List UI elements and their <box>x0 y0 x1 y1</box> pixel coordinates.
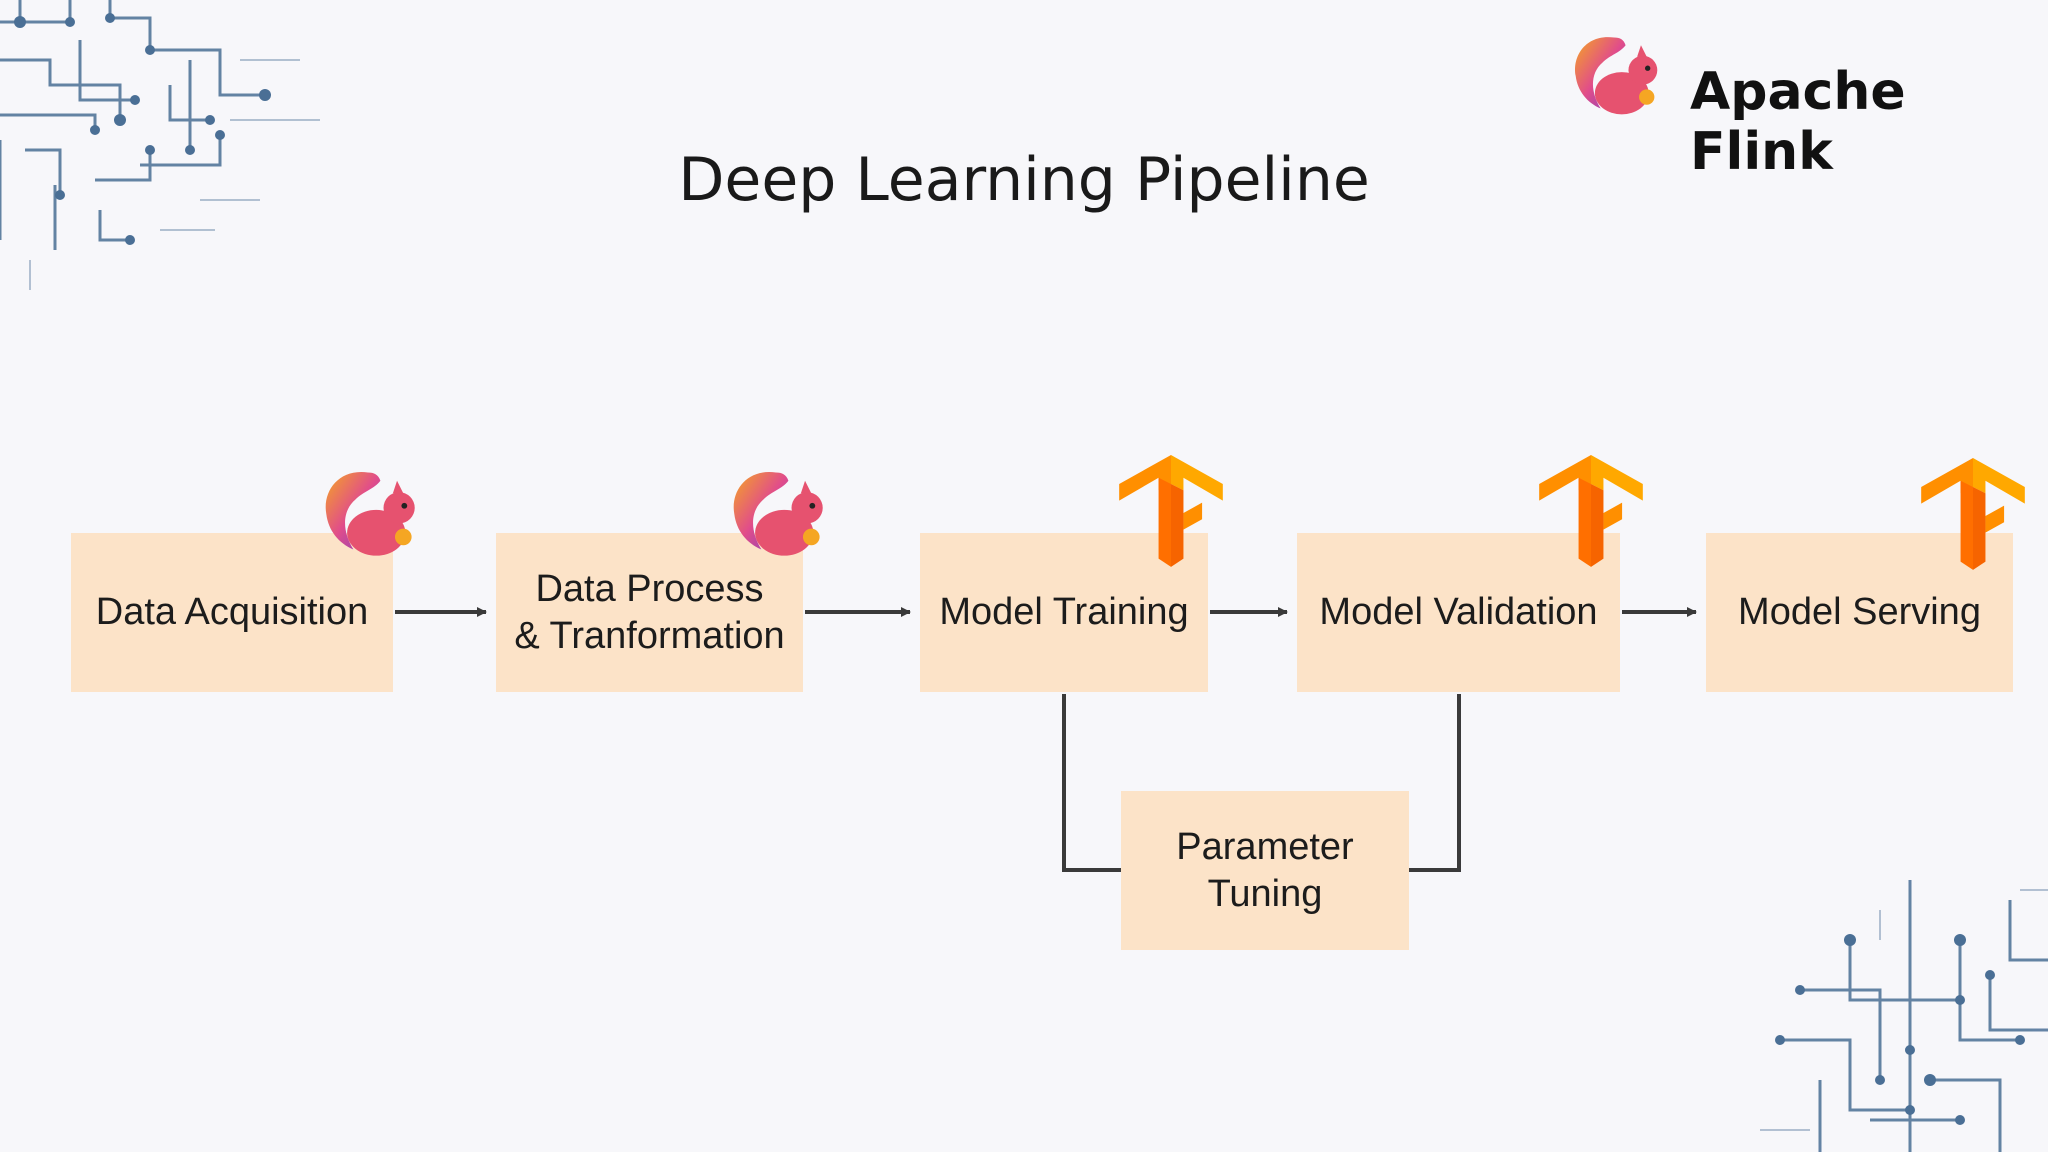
step-label: Data Process & Tranformation <box>514 567 785 657</box>
step-label: Model Serving <box>1738 591 1981 633</box>
step-label: Model Validation <box>1319 591 1598 633</box>
step-model-validation: Model Validation <box>1297 533 1620 692</box>
step-label: Model Training <box>939 591 1189 633</box>
step-label: Data Acquisition <box>95 591 369 633</box>
step-parameter-tuning: Parameter Tuning <box>1121 791 1409 950</box>
circuit-decoration-bottom-right <box>1760 880 2048 1152</box>
step-data-acquisition: Data Acquisition <box>71 533 393 692</box>
step-label: Parameter Tuning <box>1176 825 1354 915</box>
connector-training-to-tuning <box>1062 694 1121 872</box>
brand-name: Apache Flink <box>1690 62 1906 182</box>
connector-tuning-to-validation <box>1409 694 1461 872</box>
tensorflow-icon <box>1119 455 1223 567</box>
tensorflow-icon <box>1539 455 1643 567</box>
flink-squirrel-icon <box>733 471 823 556</box>
flink-squirrel-icon <box>325 471 415 556</box>
slide-title: Deep Learning Pipeline <box>678 145 1370 215</box>
step-data-process: Data Process & Tranformation <box>496 533 803 692</box>
tensorflow-icon <box>1921 458 2025 570</box>
circuit-decoration-top-left <box>0 0 320 290</box>
flink-squirrel-icon <box>1575 37 1658 115</box>
